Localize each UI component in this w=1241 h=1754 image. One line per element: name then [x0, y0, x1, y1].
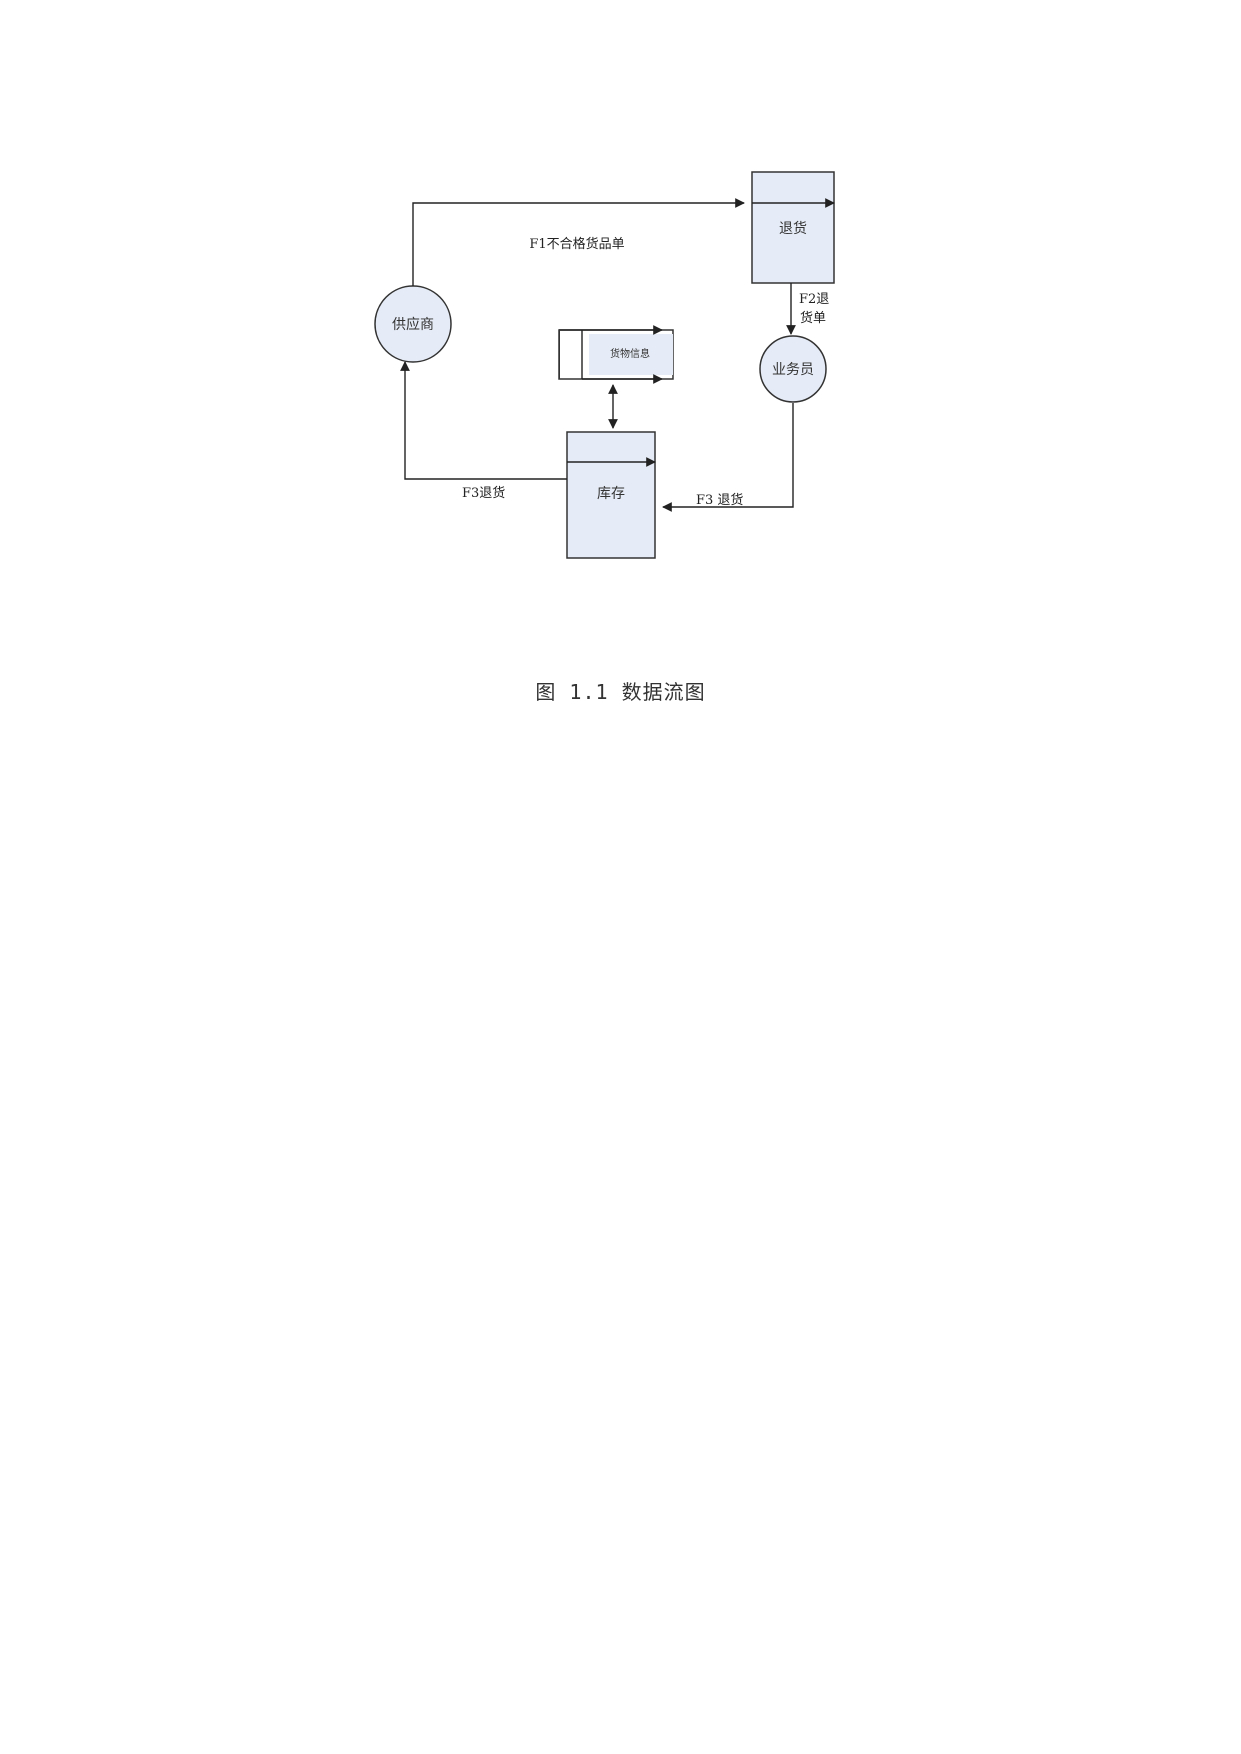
return-store-node: 退货 [751, 171, 835, 284]
return-store-box [751, 171, 835, 284]
f1-flow-label: F1不合格货品单 [529, 236, 624, 252]
goods-info-left-edge [559, 330, 560, 379]
inventory-label: 库存 [597, 486, 625, 502]
inventory-box [566, 431, 656, 559]
supplier-label: 供应商 [392, 316, 434, 333]
f1-flow-arrow [412, 198, 745, 286]
goods-info-label: 货物信息 [610, 347, 650, 360]
salesman-label: 业务员 [772, 362, 814, 378]
f2-flow-label-line1: F2退 [799, 292, 829, 307]
f3-outbound-flow-label: F3退货 [462, 485, 505, 501]
f3-inbound-flow-arrow [662, 403, 794, 512]
goods-info-fill [589, 334, 673, 375]
f2-flow-label-line2: 货单 [800, 310, 826, 326]
goods-info-node: 货物信息 [558, 325, 674, 384]
f3-inbound-flow-label: F3 退货 [696, 492, 743, 508]
return-store-label: 退货 [779, 220, 807, 237]
data-flow-diagram: 供应商 业务员 退货 库存 货物信息 [374, 171, 835, 559]
f3-outbound-flow-arrow [400, 361, 567, 480]
figure-caption: 图 1.1 数据流图 [535, 680, 706, 704]
salesman-circle [759, 335, 827, 403]
inventory-node: 库存 [566, 431, 656, 559]
supplier-node: 供应商 [374, 285, 452, 363]
salesman-node: 业务员 [759, 335, 827, 403]
